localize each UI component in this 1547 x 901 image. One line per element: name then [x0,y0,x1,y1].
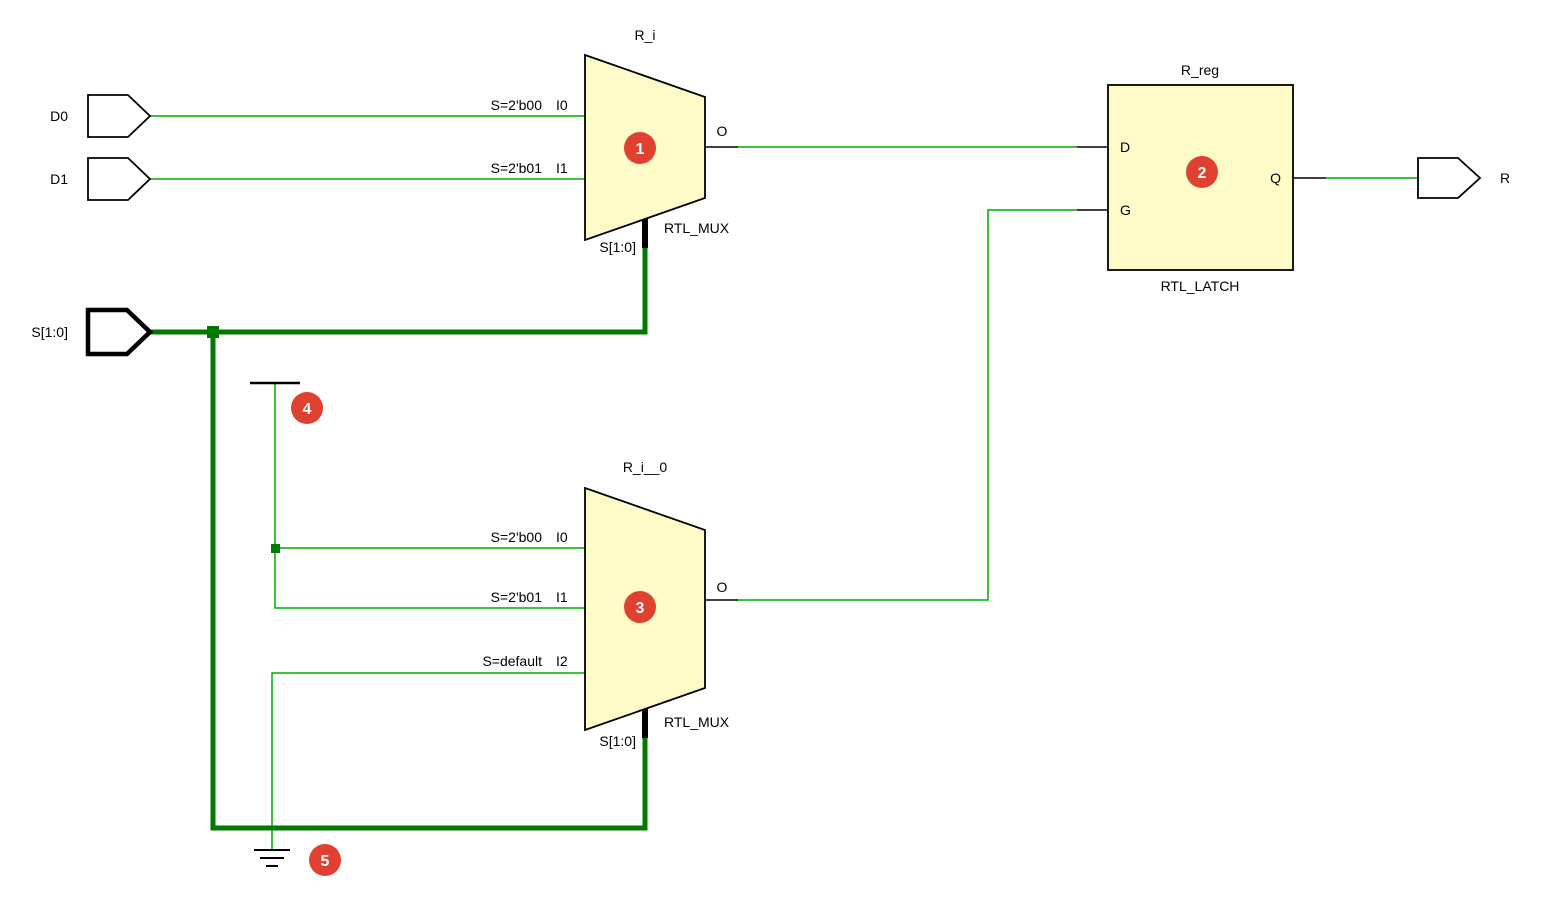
ground-icon [254,849,290,867]
mux1-i0-cond: S=2'b00 [491,97,543,113]
net-mux2-out[interactable] [738,209,1077,601]
net-mux2-i0-i1[interactable] [274,383,585,609]
mux2-i1-cond: S=2'b01 [491,589,543,605]
latch-q-pin: Q [1270,170,1281,186]
mux2-i0-cond: S=2'b00 [491,529,543,545]
marker-1-number: 1 [636,141,645,158]
bus-s-to-mux1[interactable] [150,246,648,335]
mux1-title: R_i [634,27,655,43]
mux2-i2-name: I2 [556,653,568,669]
port-r[interactable] [1417,157,1482,199]
port-d0[interactable] [87,94,152,138]
marker-4-circle [291,392,323,424]
components [85,53,1482,732]
latch-type-label: RTL_LATCH [1161,278,1240,294]
mux1-select-label: S[1:0] [599,239,636,255]
mux2-title: R_i__0 [623,459,668,475]
marker-3-circle [624,591,656,623]
mux2-i2-cond: S=default [482,653,542,669]
latch-title: R_reg [1181,62,1219,78]
net-ground-i2[interactable] [271,672,585,850]
mux1-type-label: RTL_MUX [664,220,730,236]
mux1-i1-cond: S=2'b01 [491,160,543,176]
port-s[interactable] [85,307,154,357]
mux1-i0-name: I0 [556,97,568,113]
mux2-i1-name: I1 [556,589,568,605]
thin-nets [150,115,1418,850]
marker-2-number: 2 [1198,165,1207,182]
marker-2: 2 [1186,156,1218,188]
port-d1[interactable] [87,157,152,201]
marker-4-number: 4 [303,401,312,418]
latch-g-pin: G [1120,202,1131,218]
port-d1-label: D1 [50,171,68,187]
mux1-out-name: O [717,123,728,139]
marker-3: 3 [624,591,656,623]
pin-stubs [705,146,1326,601]
net-junction [271,544,280,553]
marker-4: 4 [291,392,323,424]
latch-d-pin: D [1120,139,1130,155]
bus-junction [207,326,219,338]
marker-5-circle [309,844,341,876]
select-bus [150,246,648,831]
port-d0-label: D0 [50,108,68,124]
bus-s-to-mux2[interactable] [210,332,648,831]
marker-3-number: 3 [636,600,645,617]
marker-1-circle [624,132,656,164]
mux2-i0-name: I0 [556,529,568,545]
port-s-label: S[1:0] [31,324,68,340]
port-r-label: R [1500,170,1510,186]
marker-5-number: 5 [321,853,330,870]
markers: 1 2 3 4 5 [291,132,1218,876]
labels: D0 D1 S[1:0] R R_i S=2'b00 I0 S=2'b01 I1… [31,27,1510,749]
mux2-select-label: S[1:0] [599,733,636,749]
marker-2-circle [1186,156,1218,188]
mux2-type-label: RTL_MUX [664,714,730,730]
mux2-out-name: O [717,579,728,595]
mux1-i1-name: I1 [556,160,568,176]
marker-1: 1 [624,132,656,164]
marker-5: 5 [309,844,341,876]
